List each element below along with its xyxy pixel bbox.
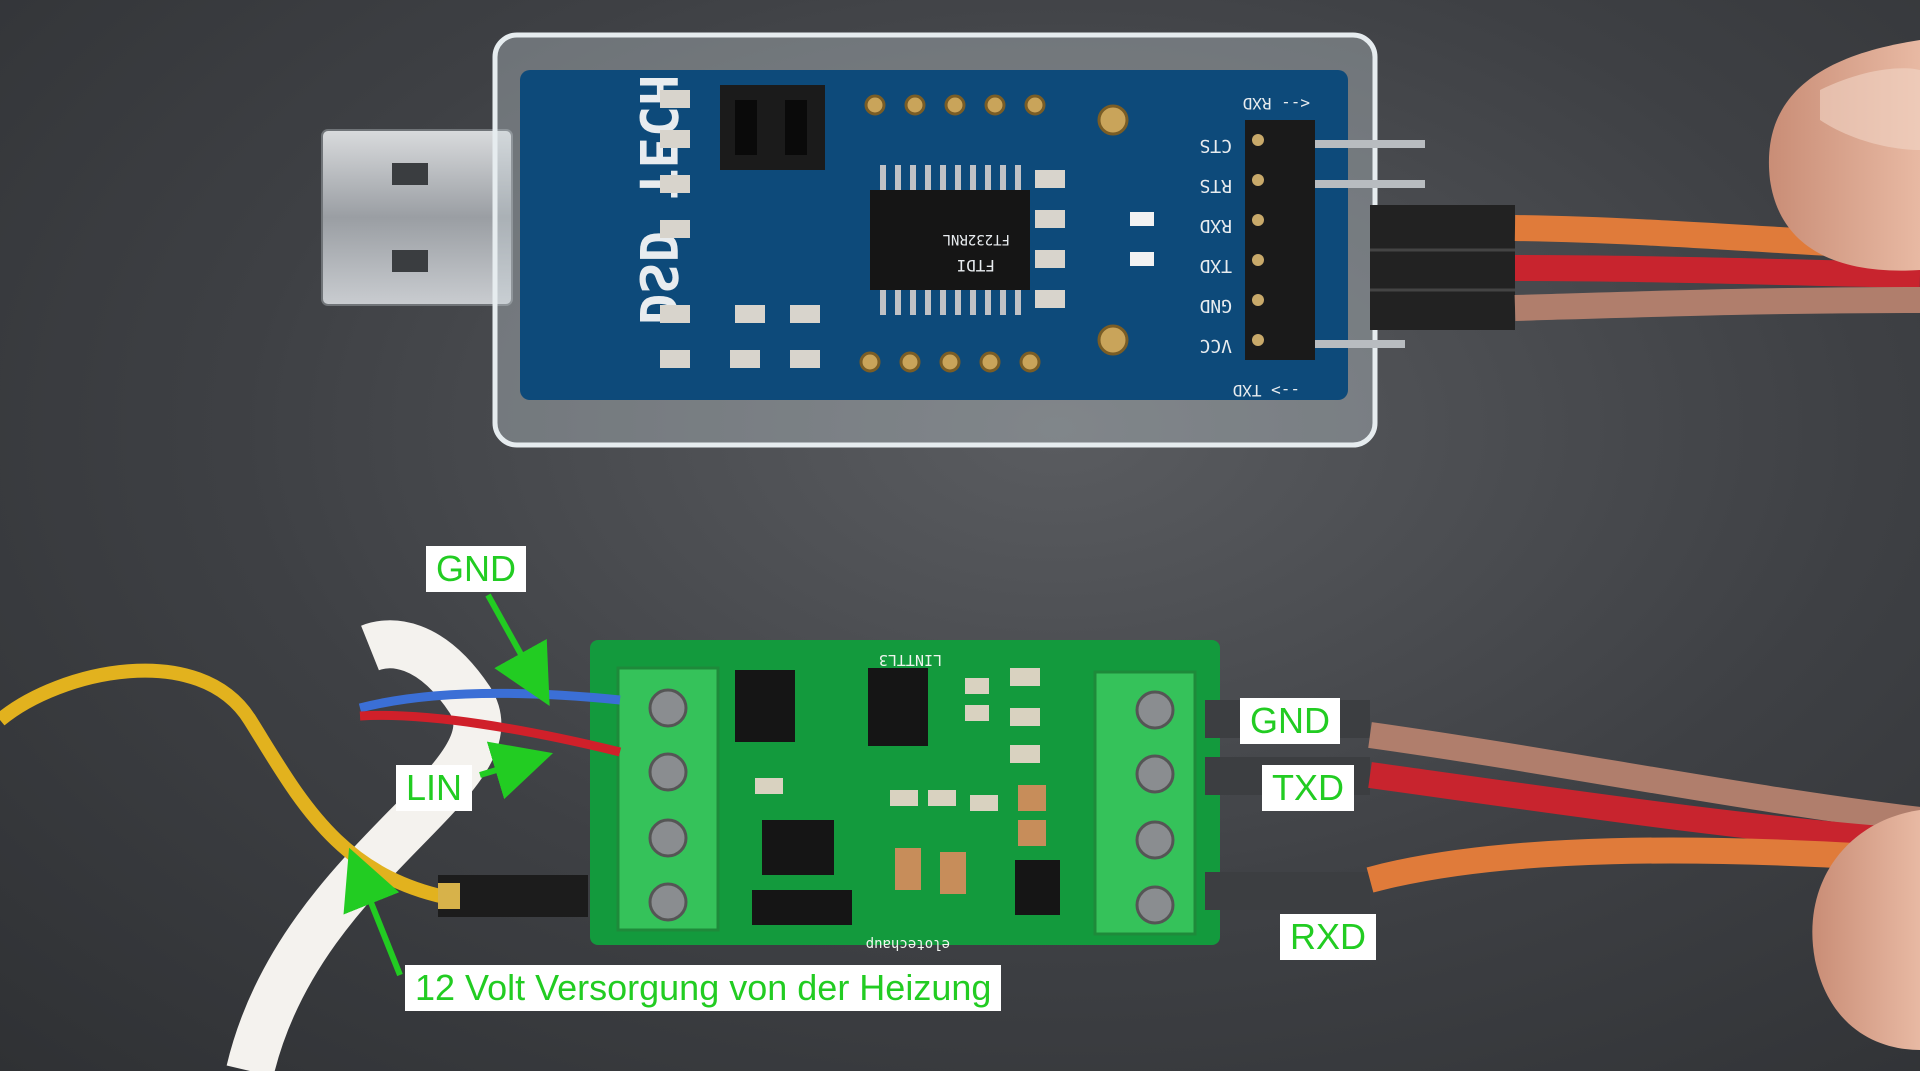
svg-text:LINTTL3: LINTTL3 [879, 651, 942, 669]
label-gnd-right: GND [1240, 698, 1340, 744]
finger-bottom [1812, 810, 1920, 1050]
dupont-connectors [1370, 205, 1515, 330]
label-lin: LIN [396, 765, 473, 811]
svg-text:RTS: RTS [1199, 175, 1232, 196]
lin-transceiver-chip [868, 668, 928, 746]
svg-text:VCC: VCC [1199, 335, 1232, 356]
usb-plug [321, 129, 513, 306]
annotation-arrows [343, 593, 553, 977]
ftdi-chip [870, 190, 1030, 290]
svg-text:FTDI: FTDI [956, 256, 995, 275]
supply-connector [438, 875, 588, 917]
usb-to-ttl-adapter: DSD TECH FTDI FT232RNL CTS RTS RXD TXD [321, 32, 1920, 448]
svg-text:<-- RXD: <-- RXD [1243, 94, 1310, 113]
label-txd: TXD [1262, 765, 1354, 811]
pin-header [1245, 120, 1315, 360]
svg-text:GND: GND [1199, 295, 1232, 316]
lin-ttl-board: LINTTL3 elotechaup [590, 640, 1220, 952]
svg-text:FT232RNL: FT232RNL [943, 231, 1010, 247]
label-gnd-left: GND [426, 546, 526, 592]
svg-text:RXD: RXD [1199, 215, 1232, 236]
svg-text:DSD TECH: DSD TECH [627, 75, 687, 325]
svg-text:elotechaup: elotechaup [866, 936, 950, 952]
svg-text:TXD: TXD [1199, 255, 1232, 276]
label-rxd: RXD [1280, 914, 1377, 960]
svg-text:--> TXD: --> TXD [1233, 381, 1300, 400]
label-supply: 12 Volt Versorgung von der Heizung [405, 965, 1002, 1011]
svg-text:CTS: CTS [1199, 135, 1232, 156]
